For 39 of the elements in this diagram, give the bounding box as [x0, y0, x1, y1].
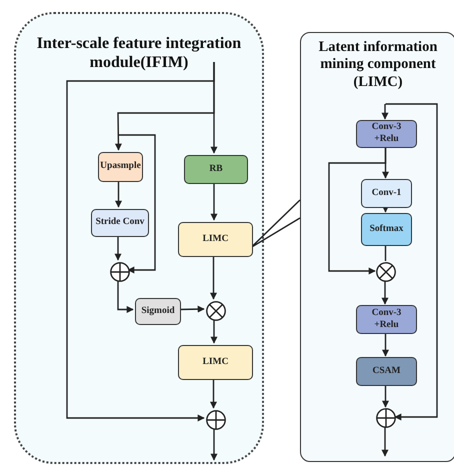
arrow [114, 235, 122, 261]
panel-title: Inter-scale feature integration module(IFIM) [36, 34, 242, 72]
process-box: Upasmple [98, 152, 143, 182]
arrow [382, 427, 388, 457]
sum-node [110, 262, 130, 282]
multiply-node [376, 262, 396, 282]
process-box: Conv-3 +Relu [356, 120, 417, 148]
arrow [382, 281, 388, 305]
process-box: CSAM [356, 357, 417, 386]
process-box: LIMC [178, 345, 253, 380]
process-box: Conv-1 [361, 179, 412, 208]
multiply-node [206, 301, 226, 321]
arrow [382, 333, 389, 357]
process-box: Softmax [361, 213, 412, 246]
arrow [382, 206, 389, 213]
arrow [210, 319, 218, 344]
process-box: Stride Conv [91, 209, 149, 237]
process-box: RB [184, 155, 248, 184]
arrow [328, 147, 386, 274]
arrow [66, 62, 215, 422]
arrow [117, 280, 134, 313]
component-panel [300, 32, 454, 462]
panel-title: Latent information mining component (LIMC) [318, 39, 438, 92]
process-box: Conv-3 +Relu [356, 305, 417, 334]
arrow [386, 103, 438, 420]
arrow [210, 428, 218, 461]
sum-node [206, 410, 226, 430]
arrow [382, 385, 389, 408]
arrow [178, 306, 205, 313]
process-box: LIMC [178, 222, 253, 257]
arrow [210, 255, 217, 300]
module-panel [14, 12, 264, 464]
arrow [115, 180, 122, 208]
arrow [118, 134, 156, 274]
arrow [210, 182, 218, 221]
arrow [382, 104, 388, 120]
arrow [210, 378, 217, 409]
process-box: Sigmoid [135, 298, 181, 325]
sum-node [376, 408, 396, 428]
